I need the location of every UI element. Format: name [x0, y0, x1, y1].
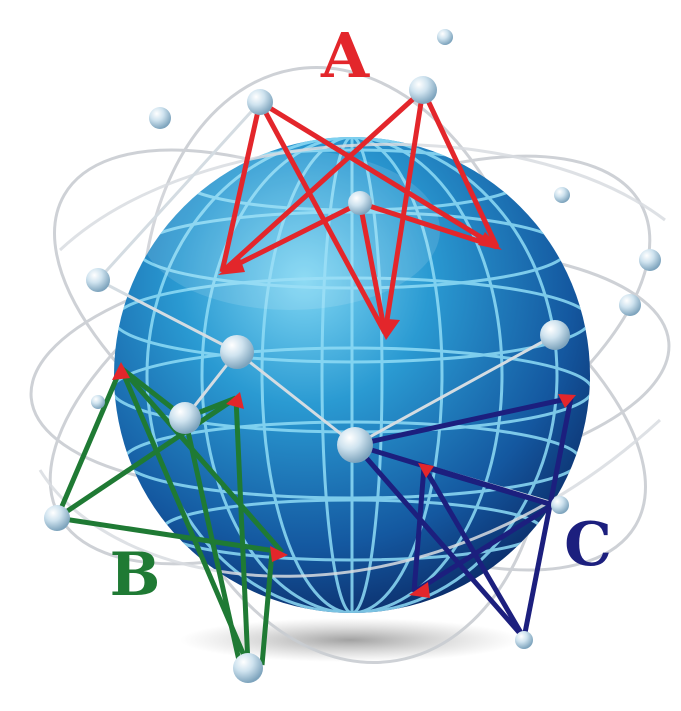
- satellite-node-icon: [337, 427, 373, 463]
- satellite-node-icon: [639, 249, 661, 271]
- satellite-node-icon: [149, 107, 171, 129]
- satellite-node-icon: [409, 76, 437, 104]
- group-a-label: A: [320, 19, 370, 92]
- satellite-node-icon: [540, 320, 570, 350]
- satellite-node-icon: [86, 268, 110, 292]
- satellite-node-icon: [554, 187, 570, 203]
- satellite-node-icon: [348, 191, 372, 215]
- satellite-node-icon: [515, 631, 533, 649]
- group-c-label: C: [564, 510, 612, 580]
- satellite-node-icon: [619, 294, 641, 316]
- satellite-node-icon: [437, 29, 453, 45]
- satellite-node-icon: [91, 395, 105, 409]
- satellite-node-icon: [233, 653, 263, 683]
- satellite-node-icon: [247, 89, 273, 115]
- satellite-node-icon: [44, 505, 70, 531]
- satellite-node-icon: [169, 402, 201, 434]
- satellite-node-icon: [220, 335, 254, 369]
- group-b-label: B: [110, 540, 161, 610]
